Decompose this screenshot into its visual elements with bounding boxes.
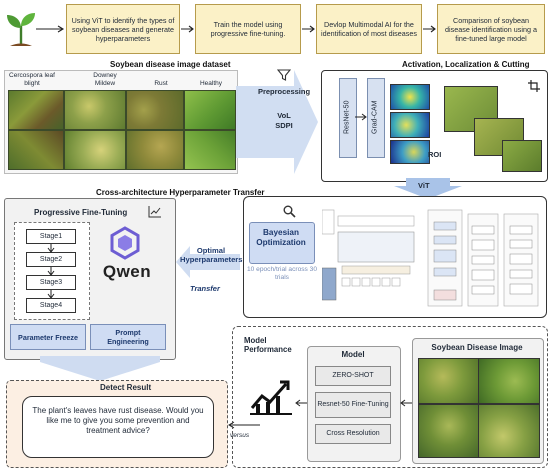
crop-icon bbox=[528, 80, 540, 92]
class-label-cercospora: Cercospora leaf blight bbox=[9, 72, 55, 87]
transfer-label: Transfer bbox=[190, 284, 220, 293]
versus-label: versus bbox=[230, 432, 250, 439]
leaf-photo-healthy-2 bbox=[184, 130, 236, 170]
flow-arrow bbox=[295, 399, 308, 407]
qwen-wordmark: Qwen bbox=[102, 262, 152, 281]
funnel-icon bbox=[277, 69, 291, 81]
class-label-downey: Downey Mildew bbox=[93, 72, 117, 87]
optimal-hyperparameters-label: Optimal Hyperparameters bbox=[180, 246, 243, 264]
stage-4: Stage4 bbox=[26, 298, 76, 313]
preprocessing-label: Preprocessing bbox=[257, 87, 311, 96]
finetune-title: Progressive Fine-Tuning bbox=[34, 208, 128, 217]
detect-result-title: Detect Result bbox=[100, 383, 152, 392]
detect-arrow bbox=[40, 356, 160, 381]
flow-arrow bbox=[36, 25, 65, 33]
step-box-3: Devlop Multimodal AI for the identificat… bbox=[316, 4, 422, 54]
detect-result-message: The plant's leaves have rust disease. Wo… bbox=[32, 406, 204, 435]
prompt-engineering-box: Prompt Engineering bbox=[90, 324, 166, 350]
leaf-photo-rust-1 bbox=[126, 90, 184, 130]
step-box-1: Using ViT to identify the types of soybe… bbox=[66, 4, 180, 54]
step-box-4: Comparison of soybean disease identifica… bbox=[437, 4, 545, 54]
activation-title: Activation, Localization & Cutting bbox=[402, 60, 530, 69]
model-resnet-finetune: Resnet-50 Fine-Tuning bbox=[315, 392, 391, 418]
model-zero-shot: ZERO-SHOT bbox=[315, 366, 391, 386]
leaf-photo-rust-2 bbox=[126, 130, 184, 170]
preprocessing-methods: VoL SDPI bbox=[275, 111, 293, 130]
model-title: Model bbox=[341, 350, 365, 359]
leaf-photo-cercospora-1 bbox=[8, 90, 64, 130]
flow-arrow bbox=[423, 25, 436, 33]
performance-panel bbox=[232, 326, 548, 468]
vit-label: ViT bbox=[418, 181, 430, 190]
dataset-title: Soybean disease image dataset bbox=[110, 60, 231, 69]
bayes-subtitle: 10 epoch/trial across 30 trials bbox=[246, 266, 317, 281]
flow-arrow bbox=[355, 113, 367, 121]
soy-photo-4 bbox=[478, 404, 540, 458]
bayes-title: Bayesian Optimization bbox=[256, 228, 306, 247]
step-box-2: Train the model using progressive fine-t… bbox=[195, 4, 301, 54]
preprocessing-arrow bbox=[236, 70, 318, 174]
gradcam-block bbox=[367, 78, 385, 158]
model-cross-resolution: Cross Resolution bbox=[315, 424, 391, 444]
vit-arrow bbox=[394, 178, 462, 199]
flow-arrow bbox=[400, 399, 413, 407]
flow-arrow bbox=[302, 25, 315, 33]
parameter-freeze-box: Parameter Freeze bbox=[10, 324, 86, 350]
stage-arrows bbox=[47, 244, 55, 298]
soy-photo-1 bbox=[418, 358, 480, 404]
class-label-rust: Rust bbox=[154, 80, 168, 87]
leaf-photo-mildew-2 bbox=[64, 130, 126, 170]
line-chart-icon bbox=[148, 206, 161, 218]
soy-photo-3 bbox=[418, 404, 480, 458]
hyper-transfer-title: Cross-architecture Hyperparameter Transf… bbox=[96, 188, 265, 197]
stage-1: Stage1 bbox=[26, 229, 76, 244]
bayes-box bbox=[249, 222, 315, 264]
roi-label: ROI bbox=[428, 150, 442, 159]
roi-crop-3 bbox=[502, 140, 542, 172]
optimal-arrow bbox=[176, 246, 240, 278]
leaf-photo-mildew-1 bbox=[64, 90, 126, 130]
class-label-healthy: Healthy bbox=[199, 80, 223, 87]
performance-label: Model Performance bbox=[244, 336, 292, 354]
gear-search-icon bbox=[283, 205, 296, 218]
vit-architecture-diagram bbox=[322, 209, 539, 307]
resnet-block bbox=[339, 78, 357, 158]
resnet-label: ResNet-50 bbox=[343, 100, 351, 134]
soy-photo-2 bbox=[478, 358, 540, 404]
gradcam-label: Grad-CAM bbox=[371, 100, 379, 134]
qwen-logo-icon bbox=[110, 226, 140, 260]
leaf-photo-cercospora-2 bbox=[8, 130, 64, 170]
heatmap-2 bbox=[390, 112, 430, 138]
soy-image-title: Soybean Disease Image bbox=[431, 343, 523, 352]
leaf-photo-healthy-1 bbox=[184, 90, 236, 130]
heatmap-1 bbox=[390, 84, 430, 110]
heatmap-3 bbox=[390, 140, 430, 164]
chat-bubble bbox=[22, 396, 214, 458]
plant-sprout-icon bbox=[7, 13, 35, 46]
flow-arrow bbox=[181, 25, 194, 33]
growth-chart-icon bbox=[250, 380, 292, 415]
